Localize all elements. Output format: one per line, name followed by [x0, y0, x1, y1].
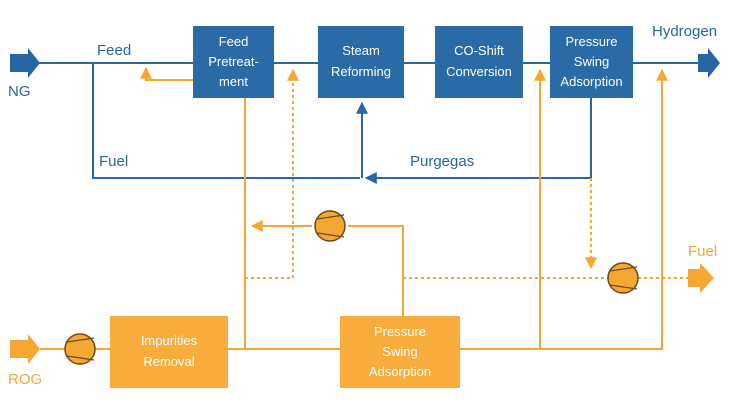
fuel-branch-line	[92, 63, 360, 179]
compressor-icon	[607, 262, 639, 294]
feed-label: Feed	[97, 42, 131, 59]
dotted-feed-line	[245, 68, 299, 279]
compressor-icon	[64, 333, 96, 365]
svg-text:Removal: Removal	[143, 354, 194, 369]
psa-to-hydrogen-line	[460, 68, 668, 350]
psa-recycle-line	[348, 225, 404, 316]
svg-text:Feed: Feed	[219, 34, 249, 49]
psa-orange-box: Pressure Swing Adsorption	[340, 316, 460, 388]
rog-label: ROG	[8, 371, 42, 388]
svg-text:Pressure: Pressure	[565, 34, 617, 49]
ng-inlet-arrow-icon	[10, 48, 40, 78]
compressor-icon	[314, 210, 346, 242]
fuel-top-label: Fuel	[99, 153, 128, 170]
impurities-removal-box: Impurities Removal	[110, 316, 228, 388]
svg-text:Swing: Swing	[574, 54, 609, 69]
psa-blue-box: Pressure Swing Adsorption	[550, 26, 633, 98]
rog-inlet-arrow-icon	[10, 334, 40, 364]
svg-text:Adsorption: Adsorption	[369, 364, 431, 379]
steam-reforming-box: Steam Reforming	[318, 26, 404, 98]
svg-text:Adsorption: Adsorption	[560, 74, 622, 89]
svg-text:Impurities: Impurities	[141, 333, 198, 348]
fuel-right-label: Fuel	[688, 243, 717, 260]
branch-to-feed-line	[140, 66, 246, 349]
fuel-outlet-arrow-icon	[688, 263, 714, 293]
svg-text:Swing: Swing	[382, 344, 417, 359]
svg-text:Pretreat-: Pretreat-	[208, 54, 259, 69]
co-shift-conversion-box: CO-Shift Conversion	[435, 26, 523, 98]
svg-text:CO-Shift: CO-Shift	[454, 43, 504, 58]
purgegas-label: Purgegas	[410, 153, 474, 170]
svg-text:Steam: Steam	[342, 43, 380, 58]
svg-text:Conversion: Conversion	[446, 64, 512, 79]
orange-dotted-lines	[245, 68, 690, 279]
svg-text:Pressure: Pressure	[374, 324, 426, 339]
svg-text:Reforming: Reforming	[331, 64, 391, 79]
feed-pretreatment-box: Feed Pretreat- ment	[193, 26, 274, 98]
hydrogen-label: Hydrogen	[652, 23, 717, 40]
ng-label: NG	[8, 83, 31, 100]
svg-text:ment: ment	[219, 74, 248, 89]
orange-flow-lines	[40, 66, 668, 350]
purgegas-line	[364, 98, 592, 184]
hydrogen-outlet-arrow-icon	[698, 48, 720, 78]
